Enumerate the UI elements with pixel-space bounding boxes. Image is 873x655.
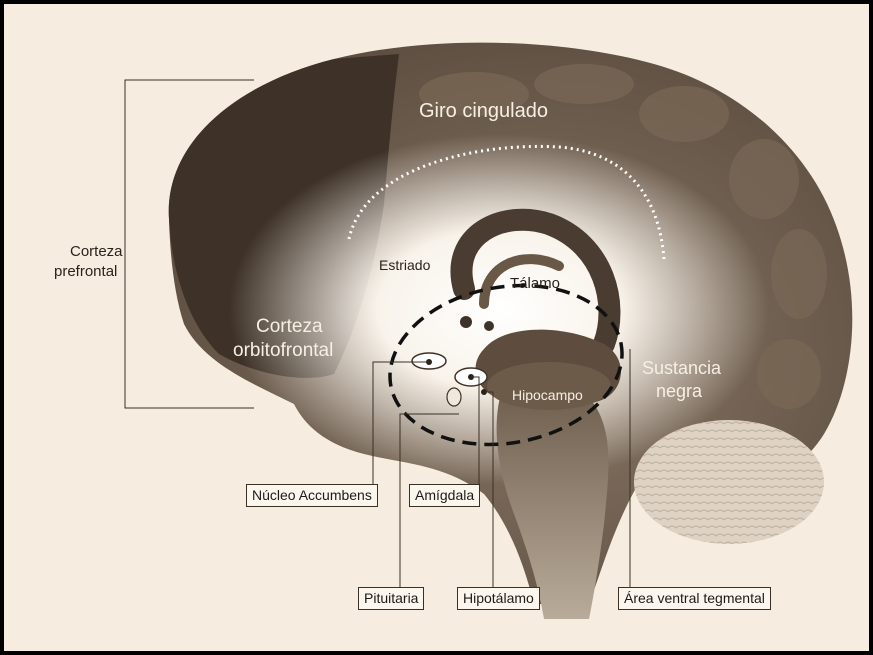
- label-area-ventral-tegmental: Área ventral tegmental: [618, 587, 771, 610]
- label-corteza-orbitofrontal-2: orbitofrontal: [233, 341, 333, 360]
- label-corteza-prefrontal-1: Corteza: [70, 242, 123, 261]
- label-pituitaria: Pituitaria: [358, 587, 424, 610]
- brainstem: [497, 380, 609, 619]
- figure-frame: Giro cingulado Corteza prefrontal Estria…: [4, 4, 869, 651]
- label-amigdala: Amígdala: [409, 484, 480, 507]
- label-estriado: Estriado: [379, 256, 430, 275]
- label-corteza-prefrontal-2: prefrontal: [54, 262, 117, 281]
- label-hipotalamo: Hipotálamo: [457, 587, 540, 610]
- label-hipocampo: Hipocampo: [512, 386, 583, 405]
- label-nucleo-accumbens: Núcleo Accumbens: [246, 484, 378, 507]
- label-corteza-orbitofrontal-1: Corteza: [256, 317, 323, 336]
- pituitary-marker: [447, 388, 461, 406]
- label-sustancia-negra-2: negra: [656, 382, 702, 401]
- label-sustancia-negra-1: Sustancia: [642, 359, 721, 378]
- label-giro-cingulado: Giro cingulado: [419, 102, 548, 121]
- label-talamo: Tálamo: [510, 274, 560, 293]
